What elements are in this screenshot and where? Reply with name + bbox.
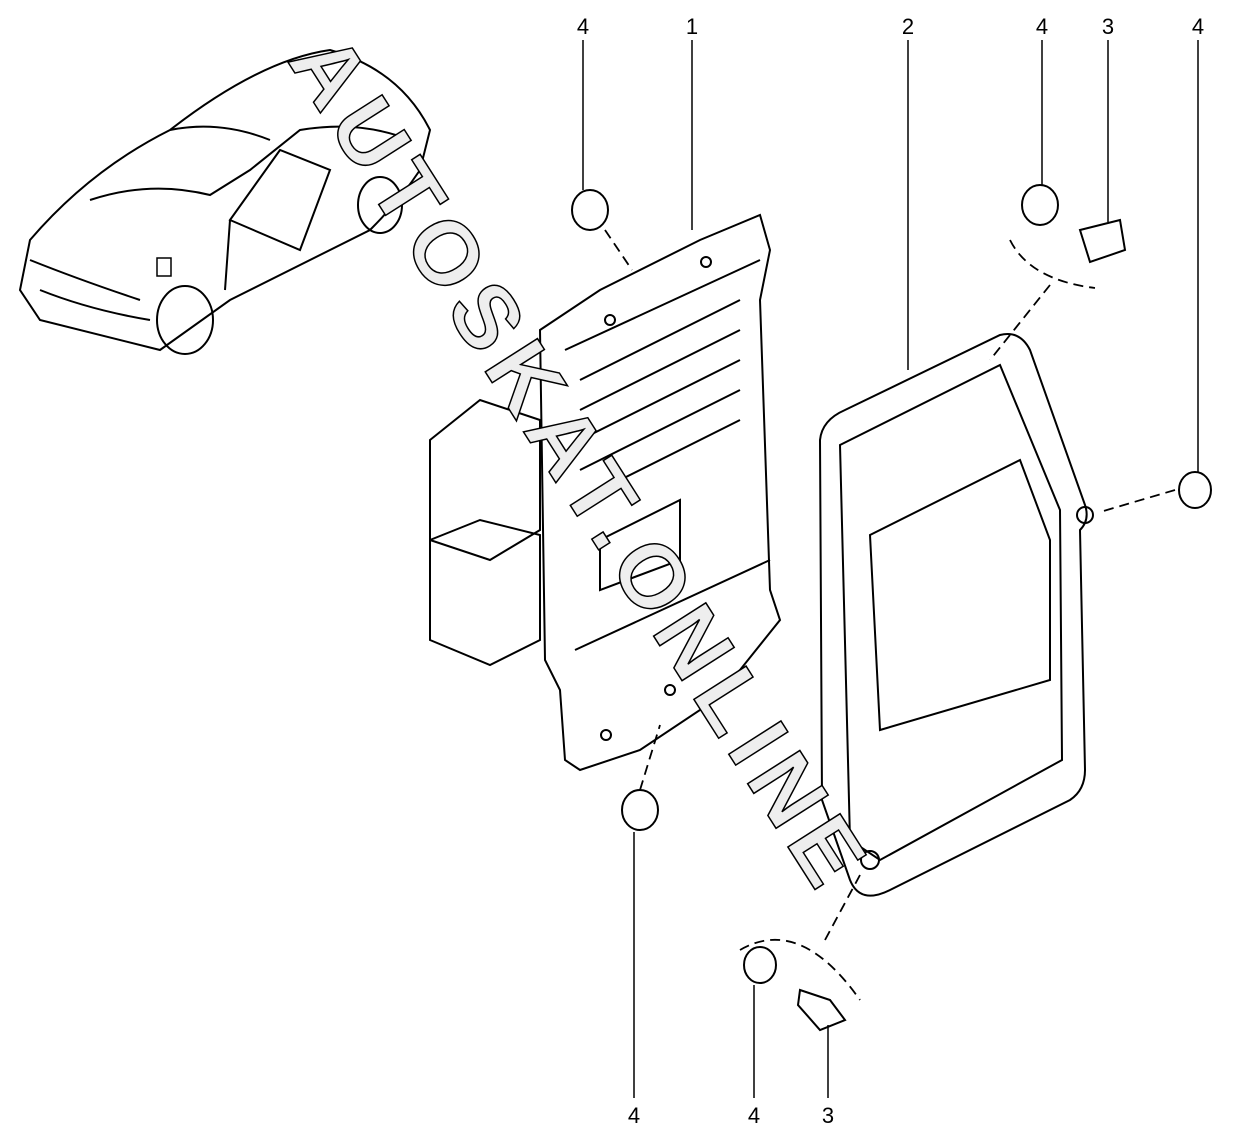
callout-3-bolt: 3 bbox=[1101, 14, 1115, 39]
assembly-arrows bbox=[604, 229, 1176, 1001]
callout-2-bracket: 2 bbox=[901, 14, 915, 39]
ecu-unit bbox=[429, 213, 782, 772]
callout-4-clip: 4 bbox=[627, 1103, 641, 1128]
callout-1-ecu: 1 bbox=[685, 14, 699, 39]
callout-4-clip: 4 bbox=[576, 14, 590, 39]
callout-3-bolt: 3 bbox=[821, 1103, 835, 1128]
callout-4-clip: 4 bbox=[1191, 14, 1205, 39]
callout-4-clip: 4 bbox=[747, 1103, 761, 1128]
leader-lines bbox=[582, 40, 1199, 1098]
fasteners bbox=[571, 184, 1212, 1032]
mounting-bracket bbox=[818, 333, 1094, 897]
car-illustration bbox=[18, 48, 432, 355]
callout-4-clip: 4 bbox=[1035, 14, 1049, 39]
